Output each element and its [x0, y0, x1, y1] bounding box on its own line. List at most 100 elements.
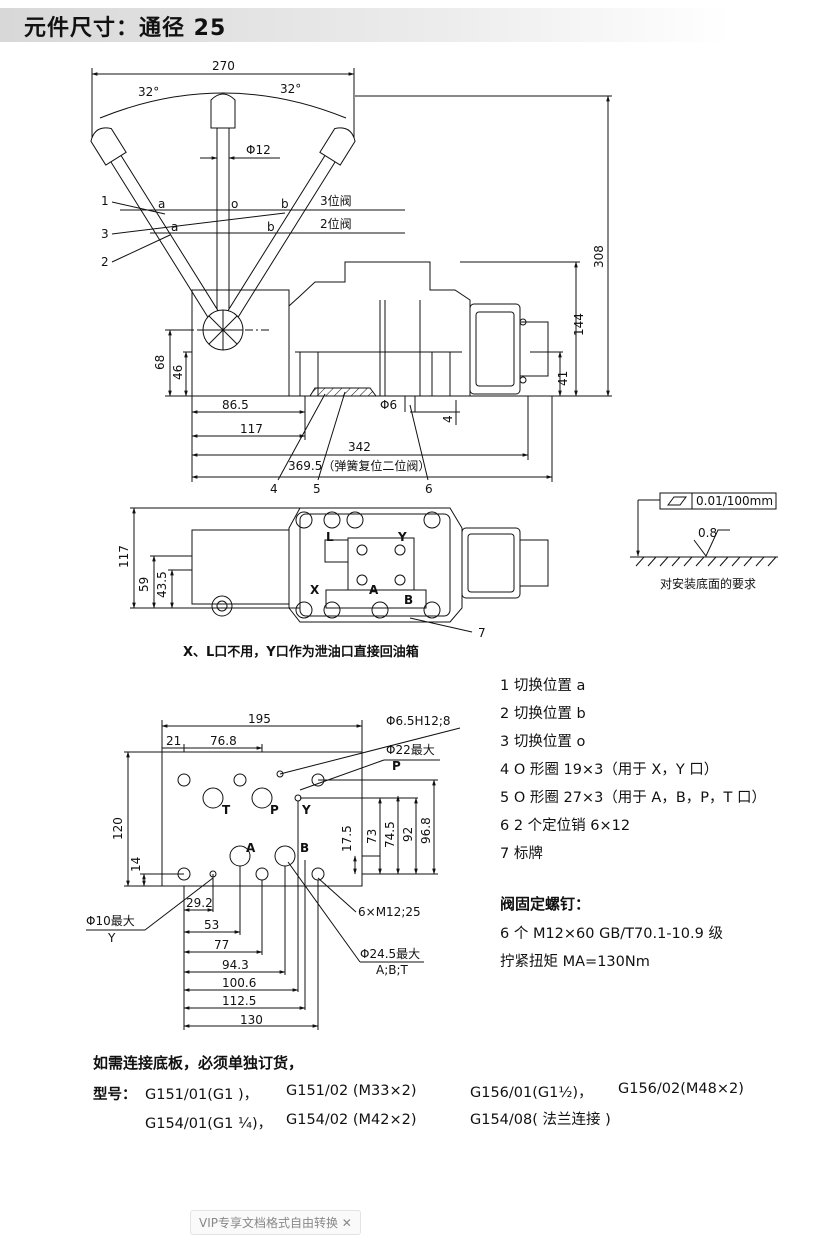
dim-76-8: 76.8 [210, 734, 237, 748]
flatness-value: 0.01/100mm [696, 494, 773, 508]
side-view [130, 492, 778, 633]
dim-phi6: Φ6 [380, 398, 397, 412]
plate-port-A: A [246, 841, 256, 855]
plate-port-Y: Y [301, 803, 311, 817]
dim-130: 130 [240, 1013, 263, 1027]
port-L: L [326, 530, 334, 544]
dim-m12: 6×M12;25 [358, 905, 421, 919]
dim-308: 308 [592, 245, 606, 268]
leader-1: 1 [101, 194, 109, 208]
title-bar [0, 8, 730, 42]
dim-117-side: 117 [117, 545, 131, 568]
leader-5: 5 [313, 482, 321, 496]
hole-6-5: Φ6.5H12;8 [386, 714, 451, 728]
legend-item: 6 2 个定位销 6×12 [500, 818, 631, 834]
valve-2pos: 2位阀 [320, 216, 352, 231]
model-3: G156/01(G1½)， [470, 1085, 593, 1101]
port-B: B [404, 593, 413, 607]
dim-120: 120 [111, 817, 125, 840]
dim-59: 59 [137, 577, 151, 592]
dim-270: 270 [212, 59, 235, 73]
dim-144: 144 [572, 313, 586, 336]
port-X: X [310, 583, 320, 597]
leader-7: 7 [478, 626, 486, 640]
model-5: G154/01(G1 ¼)， [145, 1116, 273, 1132]
models-label: 型号： [93, 1087, 137, 1103]
dim-96-8: 96.8 [419, 817, 433, 844]
dim-195: 195 [248, 712, 271, 726]
pos-o: o [231, 197, 238, 211]
model-6: G154/02 (M42×2) [286, 1112, 417, 1128]
legend-item: 1 切换位置 a [500, 678, 586, 694]
dim-14: 14 [129, 857, 143, 872]
port-A: A [369, 583, 379, 597]
dim-angle-right: 32° [280, 82, 301, 96]
dim-4: 4 [441, 415, 455, 423]
roughness-value: 0.8 [698, 526, 717, 540]
dim-29-2: 29.2 [186, 896, 213, 910]
dim-68: 68 [153, 355, 167, 370]
dim-43-5: 43.5 [155, 571, 169, 598]
surface-requirement: 对安装底面的要求 [660, 576, 756, 591]
bolts-title: 阀固定螺钉： [500, 895, 591, 913]
dim-73: 73 [365, 829, 379, 844]
dim-100-6: 100.6 [222, 976, 256, 990]
plate-port-T: T [222, 803, 231, 817]
dim-86-5: 86.5 [222, 398, 249, 412]
bolts-line1: 6 个 M12×60 GB/T70.1-10.9 级 [500, 926, 723, 942]
legend-item: 7 标牌 [500, 846, 543, 862]
dim-92: 92 [401, 827, 415, 842]
leader-4: 4 [270, 482, 278, 496]
leader-3: 3 [101, 227, 109, 241]
dim-phi24-5: Φ24.5最大 [360, 947, 420, 961]
leader-2: 2 [101, 255, 109, 269]
port-P-label: P [392, 759, 401, 773]
top-view [90, 68, 612, 482]
dim-77: 77 [214, 938, 229, 952]
dim-112-5: 112.5 [222, 994, 256, 1008]
pos-a: a [158, 197, 165, 211]
model-1: G151/01(G1 )， [145, 1087, 259, 1103]
valve-3pos: 3位阀 [320, 193, 352, 208]
page-title: 元件尺寸：通径 25 [24, 16, 227, 41]
legend-item: 5 O 形圈 27×3（用于 A，B，P，T 口） [500, 790, 766, 806]
pos-b2: b [267, 220, 275, 234]
model-4: G156/02(M48×2) [618, 1081, 744, 1097]
model-7: G154/08( 法兰连接 ) [470, 1112, 611, 1128]
dim-41: 41 [556, 371, 570, 386]
dim-angle-left: 32° [138, 85, 159, 99]
dim-phi10: Φ10最大 [86, 914, 135, 928]
leader-6: 6 [425, 482, 433, 496]
parts-legend: 1 切换位置 a 2 切换位置 b 3 切换位置 o 4 O 形圈 19×3（用… [500, 672, 766, 868]
dim-ABT: A;B;T [376, 963, 409, 977]
vip-notice[interactable]: VIP专享文档格式自由转换 ✕ [190, 1210, 361, 1235]
plate-port-P: P [270, 803, 279, 817]
legend-item: 3 切换位置 o [500, 734, 586, 750]
bolts-line2: 拧紧扭矩 MA=130Nm [500, 954, 650, 970]
drain-caption: X、L口不用，Y口作为泄油口直接回油箱 [183, 645, 419, 660]
dim-74-5: 74.5 [383, 821, 397, 848]
dim-117: 117 [240, 422, 263, 436]
side-view-text: 117 59 43.5 L Y X A B 7 0.01/100mm 0.8 对… [117, 494, 773, 640]
dim-46: 46 [171, 365, 185, 380]
top-view-text: 270 32° 32° Φ12 1 3 2 a o b a b 3位阀 2位阀 … [101, 59, 606, 496]
dim-53: 53 [204, 918, 219, 932]
pos-a2: a [171, 220, 178, 234]
plate-view-text: 195 21 76.8 Φ6.5H12;8 Φ22最大 P 120 14 17.… [86, 712, 451, 1027]
legend-item: 2 切换位置 b [500, 706, 586, 722]
dim-phi12: Φ12 [246, 143, 271, 157]
legend-item: 4 O 形圈 19×3（用于 X，Y 口） [500, 762, 719, 778]
dim-342: 342 [348, 440, 371, 454]
dim-17-5: 17.5 [340, 825, 354, 852]
order-note: 如需连接底板，必须单独订货， [93, 1054, 304, 1072]
dim-21: 21 [166, 734, 181, 748]
plate-port-B: B [300, 841, 309, 855]
dim-phi10-Y: Y [107, 931, 116, 945]
dim-phi22: Φ22最大 [386, 743, 435, 757]
plate-view [86, 720, 461, 1030]
dim-369-5: 369.5（弹簧复位二位阀） [288, 458, 430, 473]
port-Y: Y [397, 530, 407, 544]
bolts-spec: 6 个 M12×60 GB/T70.1-10.9 级 拧紧扭矩 MA=130Nm [500, 920, 723, 976]
pos-b: b [281, 197, 289, 211]
